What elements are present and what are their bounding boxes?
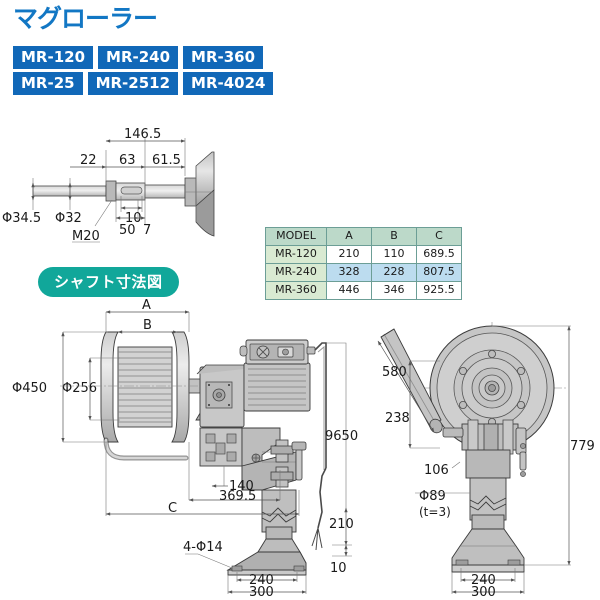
- side-dim-thickness: (t=3): [419, 505, 451, 519]
- main-dim-b: B: [143, 318, 152, 333]
- cell-a: 446: [326, 281, 372, 300]
- cell-c: 807.5: [416, 263, 462, 282]
- col-header-c: C: [416, 227, 462, 246]
- model-badge-mr240[interactable]: MR-240: [98, 46, 179, 69]
- side-dim-base-240: 240: [471, 573, 496, 588]
- model-badge-row-2: MR-25 MR-2512 MR-4024: [13, 72, 274, 95]
- main-dim-4-dia-14: 4-Φ14: [183, 540, 223, 555]
- main-dim-10: 10: [330, 561, 347, 576]
- main-dim-dia-450: Φ450: [12, 381, 47, 396]
- spec-table: MODEL A B C MR-120 210 110 689.5 MR-240 …: [265, 227, 462, 300]
- main-dim-c: C: [168, 501, 177, 516]
- cell-a: 210: [326, 245, 372, 264]
- model-badge-mr25[interactable]: MR-25: [13, 72, 83, 95]
- main-dim-a: A: [142, 298, 151, 313]
- shaft-dim-22: 22: [80, 153, 97, 168]
- model-badge-mr120[interactable]: MR-120: [13, 46, 94, 69]
- main-dim-210: 210: [329, 517, 354, 532]
- table-row: MR-120 210 110 689.5: [265, 245, 462, 264]
- main-dim-dia-256: Φ256: [62, 381, 97, 396]
- cell-model: MR-240: [265, 263, 327, 282]
- main-dim-9650: 9650: [325, 429, 358, 444]
- page-title: マグローラー: [13, 4, 158, 33]
- col-header-model: MODEL: [265, 227, 327, 246]
- cell-b: 346: [371, 281, 417, 300]
- cell-c: 925.5: [416, 281, 462, 300]
- side-dim-238: 238: [385, 411, 410, 426]
- cell-b: 228: [371, 263, 417, 282]
- section-label-shaft-dimension: シャフト寸法図: [38, 267, 179, 297]
- shaft-dim-63: 63: [119, 153, 136, 168]
- model-badge-mr2512[interactable]: MR-2512: [87, 72, 179, 95]
- shaft-dim-7: 7: [143, 223, 151, 238]
- main-dim-140: 140: [229, 479, 254, 494]
- table-header-row: MODEL A B C: [265, 227, 462, 246]
- shaft-dim-m20: M20: [72, 229, 100, 244]
- shaft-dim-146-5: 146.5: [124, 127, 161, 142]
- side-dim-580: 580: [382, 365, 407, 380]
- shaft-dim-dia-32: Φ32: [55, 211, 82, 226]
- model-badge-row-1: MR-120 MR-240 MR-360: [13, 46, 264, 69]
- main-dim-base-300: 300: [249, 585, 274, 600]
- col-header-b: B: [371, 227, 417, 246]
- side-dim-779: 779: [570, 439, 595, 454]
- main-dim-369-5: 369.5: [219, 489, 256, 504]
- cell-model: MR-360: [265, 281, 327, 300]
- shaft-dim-61-5: 61.5: [152, 153, 181, 168]
- main-dim-base-240: 240: [249, 573, 274, 588]
- model-badge-mr4024[interactable]: MR-4024: [183, 72, 274, 95]
- side-dim-106: 106: [424, 463, 449, 478]
- table-row: MR-360 446 346 925.5: [265, 281, 462, 300]
- shaft-dim-50: 50: [119, 223, 136, 238]
- shaft-dim-dia-34-5: Φ34.5: [2, 211, 41, 226]
- model-badge-mr360[interactable]: MR-360: [183, 46, 264, 69]
- side-dim-base-300: 300: [471, 585, 496, 600]
- side-dim-dia-89: Φ89: [419, 489, 446, 504]
- col-header-a: A: [326, 227, 372, 246]
